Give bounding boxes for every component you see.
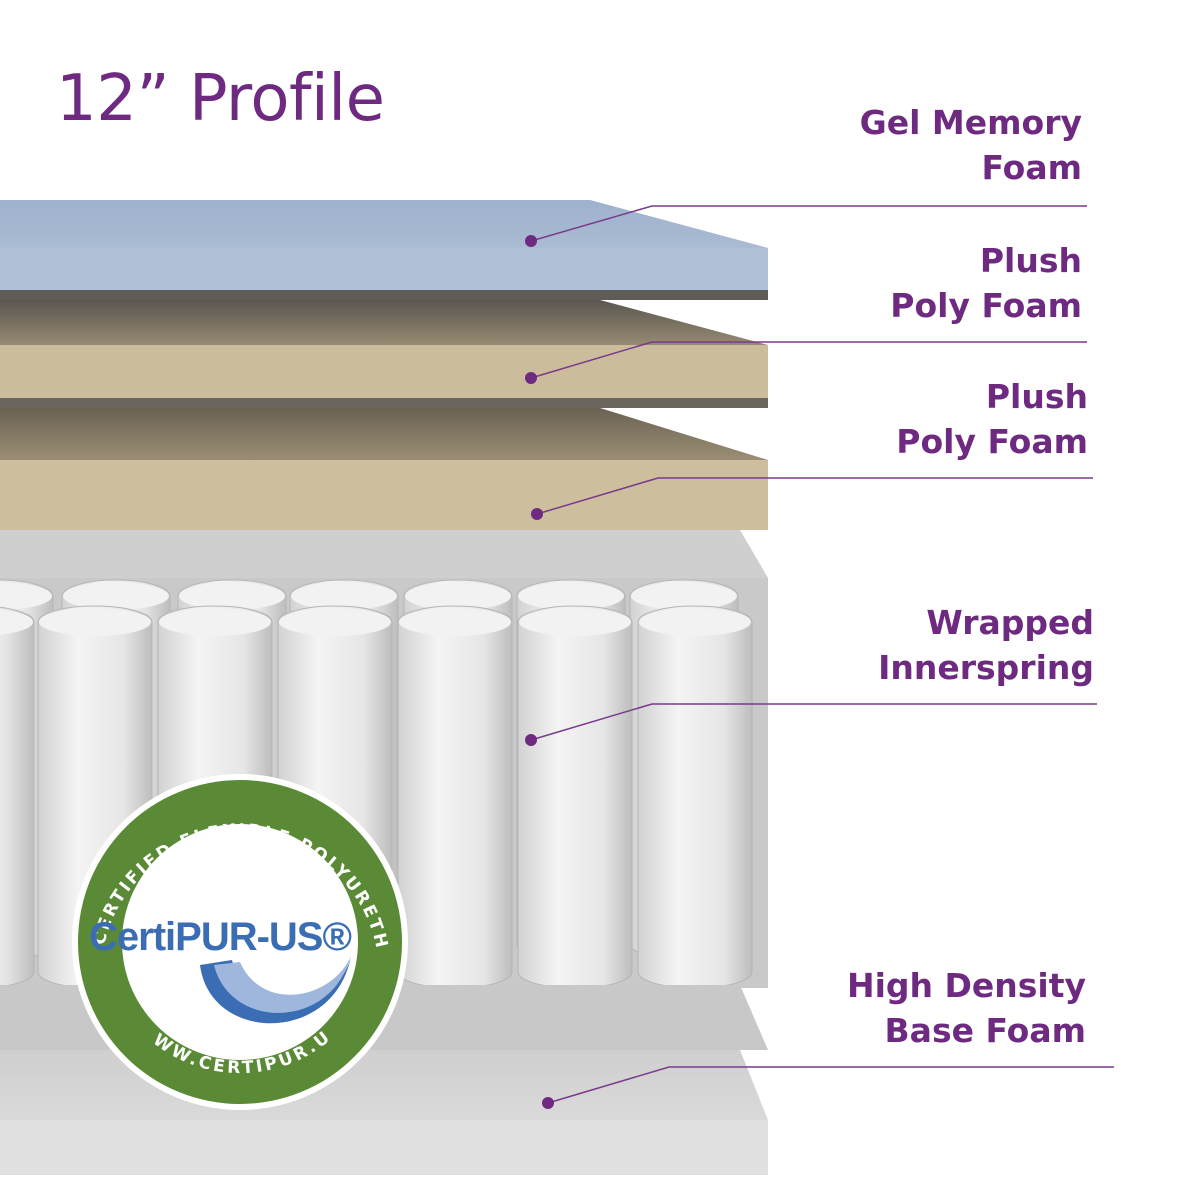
coil	[637, 605, 753, 989]
label-plush-poly-foam-2: Plush Poly Foam	[896, 374, 1088, 464]
leader-line-plush-2	[536, 477, 1093, 515]
label-line-1: High Density	[846, 966, 1086, 1005]
badge-swoosh	[200, 950, 352, 1024]
label-plush-poly-foam-1: Plush Poly Foam	[890, 238, 1082, 328]
insulator-layer	[0, 530, 768, 578]
label-wrapped-innerspring: Wrapped Innerspring	[878, 600, 1094, 690]
label-line-2: Poly Foam	[890, 286, 1082, 325]
page-title: 12” Profile	[56, 62, 385, 136]
gel-memory-foam-layer	[0, 200, 768, 290]
label-line-2: Innerspring	[878, 648, 1094, 687]
label-line-2: Base Foam	[884, 1011, 1086, 1050]
badge-brand: CertiPUR-US®	[89, 915, 351, 959]
coil	[397, 605, 513, 989]
label-line-1: Plush	[985, 377, 1088, 416]
leader-dots	[525, 235, 554, 1109]
label-line-1: Gel Memory	[859, 103, 1082, 142]
innerspring-coils	[0, 578, 768, 989]
leader-line-base	[547, 1066, 1114, 1104]
leader-dot-plush-2	[531, 508, 543, 520]
leader-lines	[530, 205, 1114, 1104]
label-gel-memory-foam: Gel Memory Foam	[860, 100, 1082, 190]
coil	[517, 605, 633, 989]
plush-poly-foam-layer-1	[0, 290, 768, 398]
label-line-2: Foam	[981, 148, 1082, 187]
leader-line-innerspring	[530, 703, 1097, 741]
high-density-base-foam-layer	[0, 1050, 768, 1175]
coil	[0, 606, 35, 988]
leader-line-plush-1	[530, 341, 1087, 379]
leader-dot-plush-1	[525, 372, 537, 384]
label-high-density-base-foam: High Density Base Foam	[847, 963, 1086, 1053]
plush-poly-foam-layer-2	[0, 398, 768, 530]
leader-line-gel	[530, 205, 1087, 242]
label-line-1: Wrapped	[926, 603, 1094, 642]
leader-dot-gel	[525, 235, 537, 247]
leader-dot-base	[542, 1097, 554, 1109]
label-line-2: Poly Foam	[896, 422, 1088, 461]
leader-dot-innerspring	[525, 734, 537, 746]
label-line-1: Plush	[979, 241, 1082, 280]
